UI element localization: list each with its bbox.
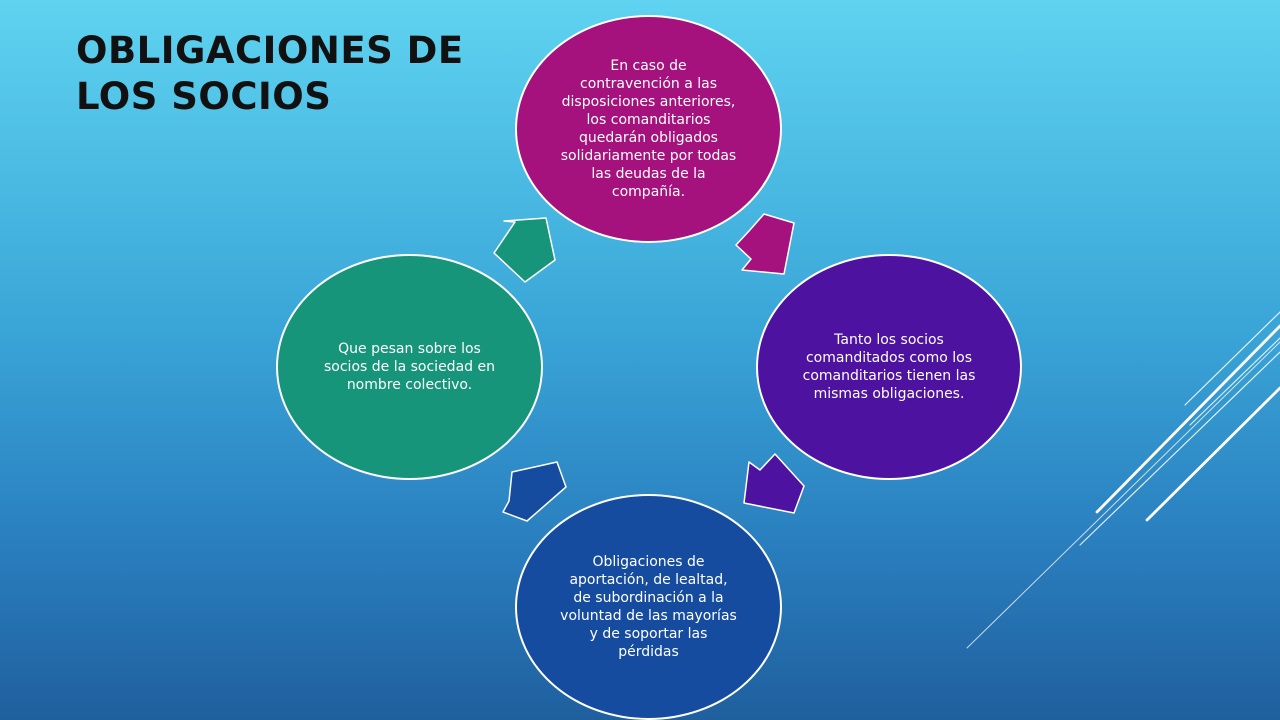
arrow-top-to-right [735,213,795,275]
cycle-node-right-text: Tanto los socios comanditados como los c… [802,332,976,402]
cycle-node-left-text: Que pesan sobre los socios de la socieda… [324,341,495,393]
cycle-node-top: En caso de contravención a las disposici… [515,15,782,243]
arrow-right-to-bottom [743,453,805,514]
slide-title-line-1: OBLIGACIONES DE [76,29,464,72]
cycle-node-left: Que pesan sobre los socios de la socieda… [276,254,543,480]
slide-title-line-2: LOS SOCIOS [76,75,332,118]
cycle-node-bottom-text: Obligaciones de aportación, de lealtad, … [560,554,737,660]
slide-title: OBLIGACIONES DE LOS SOCIOS [76,28,464,120]
cycle-node-bottom: Obligaciones de aportación, de lealtad, … [515,494,782,720]
cycle-node-top-text: En caso de contravención a las disposici… [560,58,737,200]
arrow-bottom-to-left [502,461,567,522]
arrow-left-to-top [493,217,556,283]
cycle-node-right: Tanto los socios comanditados como los c… [756,254,1022,480]
